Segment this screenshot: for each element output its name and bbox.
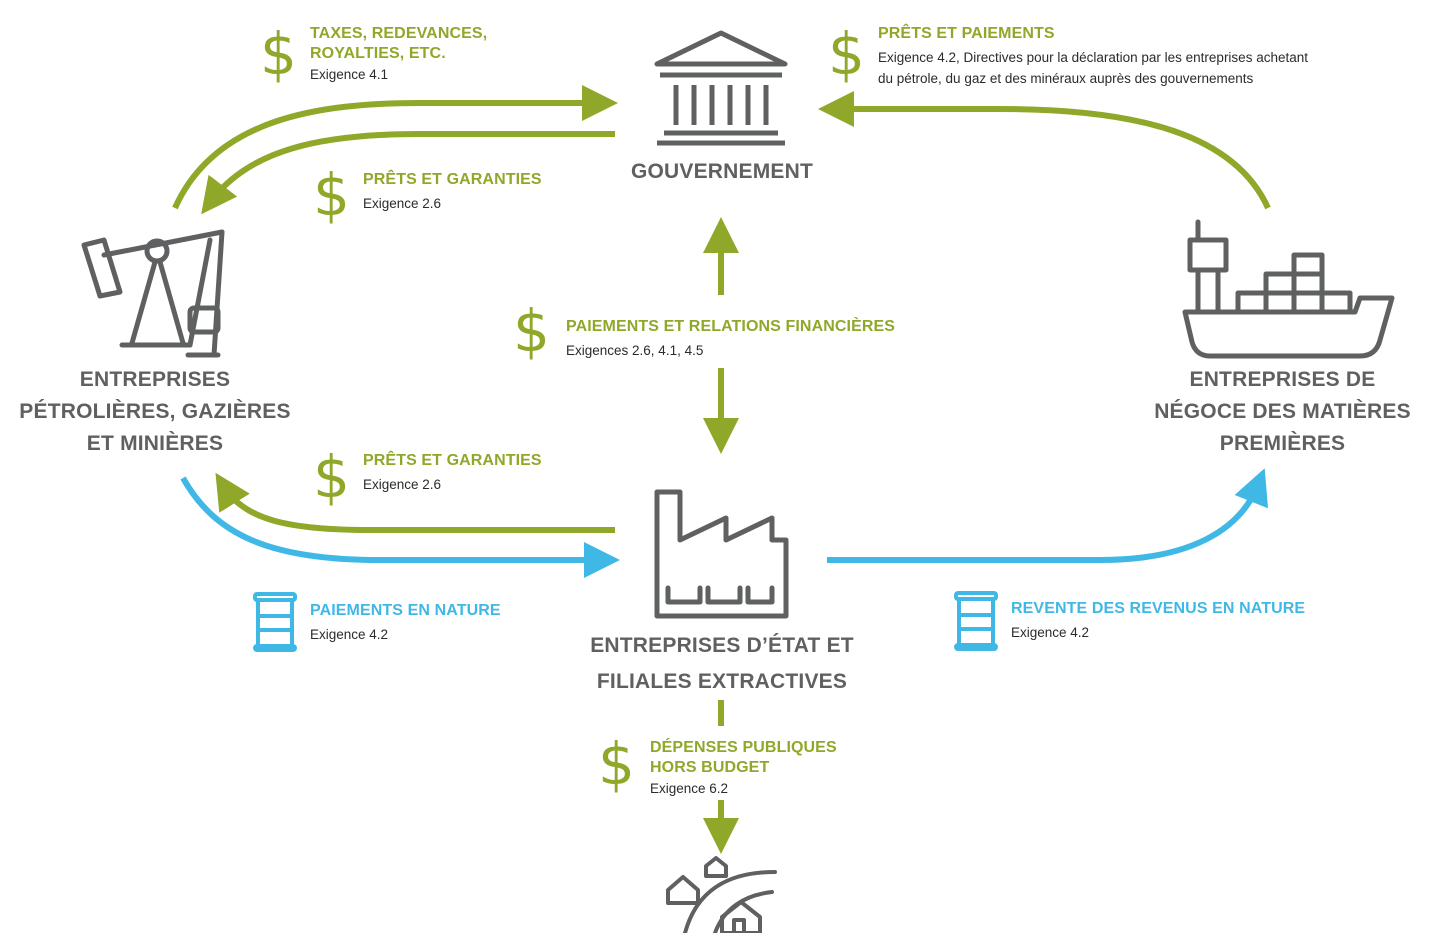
oil-pump-icon [81, 229, 225, 358]
node-traders: ENTREPRISES DE NÉGOCE DES MATIÈRES PREMI… [1135, 364, 1430, 460]
oil-barrel-icon [253, 592, 297, 652]
flow-in-kind-payments-title: PAIEMENTS EN NATURE [310, 602, 501, 619]
flow-loans-guarantees-bottom-title: PRÊTS ET GARANTIES [363, 452, 542, 469]
flow-loans-payments-ref: Exigence 4.2, Directives pour la déclara… [878, 50, 1308, 65]
flow-in-kind-payments: PAIEMENTS EN NATURE Exigence 4.2 [310, 601, 501, 645]
factory-icon [654, 489, 789, 619]
flow-off-budget: DÉPENSES PUBLIQUES HORS BUDGET Exigence … [650, 738, 837, 799]
node-government-label: GOUVERNEMENT [630, 160, 814, 183]
flow-loans-guarantees-bottom-ref: Exigence 2.6 [363, 477, 442, 492]
flow-financial-relations-title: PAIEMENTS ET RELATIONS FINANCIÈRES [566, 318, 896, 335]
arrow-taxes [172, 85, 618, 210]
flow-financial-relations: PAIEMENTS ET RELATIONS FINANCIÈRES Exige… [566, 317, 895, 361]
flow-loans-payments-title: PRÊTS ET PAIEMENTS [878, 25, 1055, 42]
government-building-icon [654, 30, 788, 146]
dollar-icon: $ [828, 20, 865, 88]
node-soe: ENTREPRISES D’ÉTAT ET FILIALES EXTRACTIV… [560, 628, 884, 700]
dollar-icon: $ [260, 20, 297, 88]
flow-taxes-title: ROYALTIES, ETC. [310, 45, 446, 62]
dollar-icon: $ [513, 297, 550, 365]
flow-off-budget-ref: Exigence 6.2 [650, 781, 729, 796]
flow-loans-payments-ref: du pétrole, du gaz et des minéraux auprè… [878, 71, 1254, 86]
oil-barrel-icon [954, 591, 998, 651]
flow-loans-guarantees-top: PRÊTS ET GARANTIES Exigence 2.6 [363, 170, 542, 214]
arrow-loans-guarantees-top [201, 131, 615, 215]
flow-loans-guarantees-bottom: PRÊTS ET GARANTIES Exigence 2.6 [363, 451, 542, 495]
node-traders-line: NÉGOCE DES MATIÈRES [1154, 400, 1411, 423]
flow-loans-payments: PRÊTS ET PAIEMENTS Exigence 4.2, Directi… [878, 24, 1308, 89]
flow-loans-guarantees-top-ref: Exigence 2.6 [363, 196, 442, 211]
node-companies-line: ET MINIÈRES [86, 432, 224, 455]
node-companies: ENTREPRISES PÉTROLIÈRES, GAZIÈRES ET MIN… [0, 364, 310, 460]
node-companies-line: PÉTROLIÈRES, GAZIÈRES [19, 400, 291, 423]
node-government: GOUVERNEMENT [592, 156, 852, 188]
flow-financial-relations-ref: Exigences 2.6, 4.1, 4.5 [566, 343, 704, 358]
node-soe-line: ENTREPRISES D’ÉTAT ET [590, 634, 854, 657]
dollar-icon: $ [598, 730, 635, 798]
arrow-in-kind-payments [180, 476, 620, 578]
cargo-ship-icon [1182, 219, 1395, 359]
arrow-loans-guarantees-bottom [215, 472, 615, 533]
node-soe-line: FILIALES EXTRACTIVES [596, 670, 848, 693]
node-traders-line: PREMIÈRES [1219, 432, 1346, 455]
node-traders-line: ENTREPRISES DE [1189, 368, 1376, 391]
dollar-icon: $ [313, 443, 350, 511]
community-houses-icon [666, 856, 777, 933]
flow-in-kind-resale-ref: Exigence 4.2 [1011, 625, 1090, 640]
flow-in-kind-payments-ref: Exigence 4.2 [310, 627, 389, 642]
node-companies-line: ENTREPRISES [79, 368, 231, 391]
arrow-in-kind-resale [827, 468, 1269, 563]
flow-off-budget-title: DÉPENSES PUBLIQUES [650, 739, 837, 756]
flow-taxes: TAXES, REDEVANCES, ROYALTIES, ETC. Exige… [310, 24, 487, 85]
flow-taxes-ref: Exigence 4.1 [310, 67, 389, 82]
dollar-icon: $ [313, 161, 350, 229]
flow-in-kind-resale: REVENTE DES REVENUS EN NATURE Exigence 4… [1011, 599, 1305, 643]
arrow-loans-payments [818, 91, 1271, 210]
flow-off-budget-title: HORS BUDGET [650, 759, 770, 776]
flow-loans-guarantees-top-title: PRÊTS ET GARANTIES [363, 171, 542, 188]
flow-taxes-title: TAXES, REDEVANCES, [310, 25, 488, 42]
flow-in-kind-resale-title: REVENTE DES REVENUS EN NATURE [1011, 600, 1306, 617]
